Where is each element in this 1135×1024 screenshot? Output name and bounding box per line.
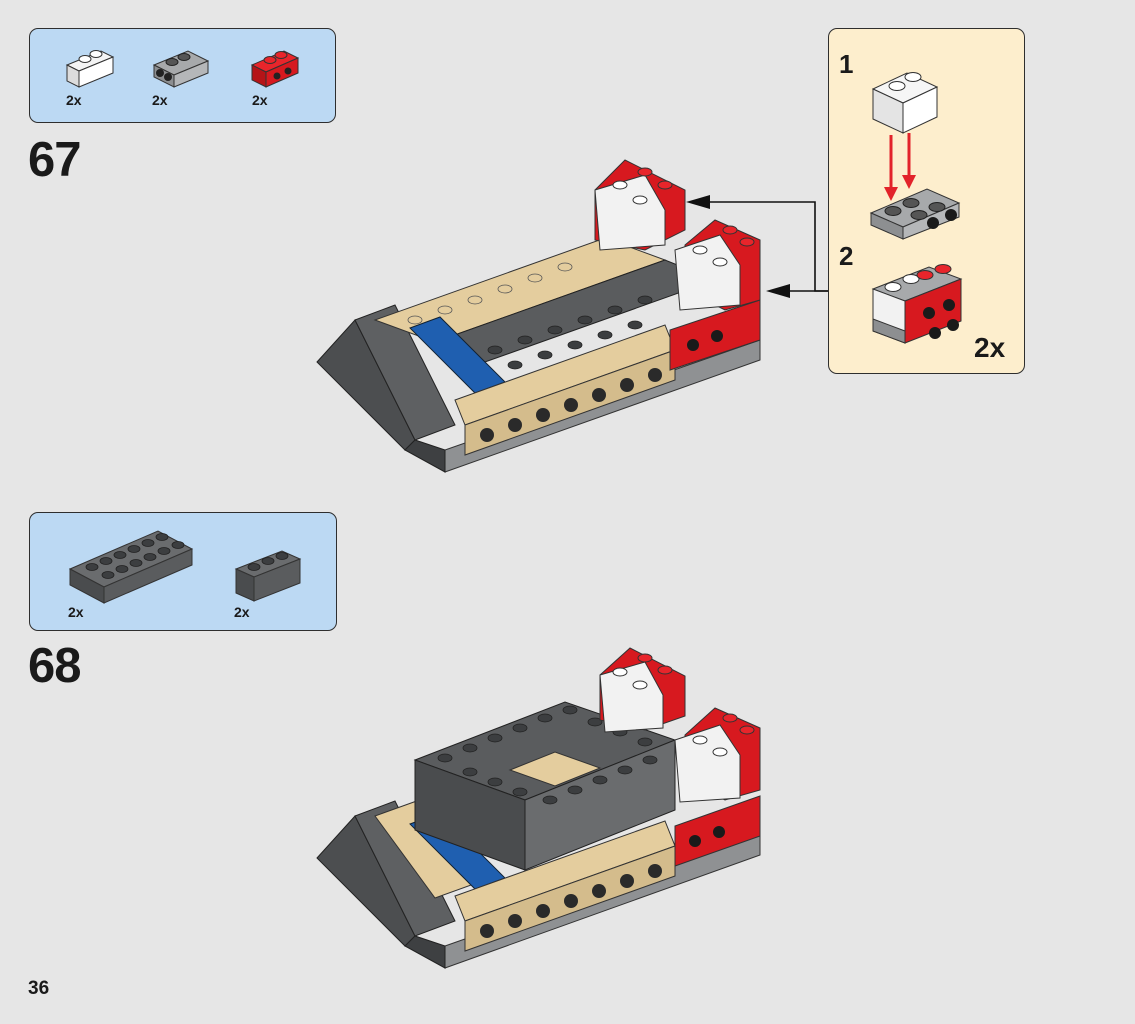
dark-grey-brick-1x3-icon — [234, 550, 302, 602]
step-number-67: 67 — [28, 133, 82, 187]
part-qty: 2x — [252, 92, 268, 108]
callout-arrows — [686, 195, 828, 298]
substep-1-illustration — [869, 72, 961, 240]
red-brick-1x2-studs-side-icon — [250, 50, 300, 88]
substep-number: 1 — [839, 49, 854, 79]
model-build-step-68 — [316, 647, 761, 969]
part-qty: 2x — [68, 604, 84, 620]
page-number: 36 — [28, 978, 50, 999]
arrow-head-icon — [686, 195, 710, 209]
parts-list-step-67: 2x 2x 2x — [29, 28, 336, 123]
part-qty: 2x — [66, 92, 82, 108]
dark-grey-plate-2x6-icon — [68, 530, 194, 604]
substep-2-illustration — [871, 264, 963, 344]
part-qty: 2x — [152, 92, 168, 108]
white-brick-1x2-icon — [65, 50, 115, 88]
subassembly-callout: 1 2 2x — [828, 28, 1025, 374]
arrow-head-icon — [766, 284, 790, 298]
part-qty: 2x — [234, 604, 250, 620]
grey-brick-1x2-studs-side-icon — [152, 50, 210, 88]
model-build-step-67 — [316, 159, 761, 473]
step-number-68: 68 — [28, 639, 82, 693]
subassembly-multiplier: 2x — [974, 332, 1006, 363]
parts-list-step-68: 2x 2x — [29, 512, 337, 631]
substep-number: 2 — [839, 241, 854, 271]
